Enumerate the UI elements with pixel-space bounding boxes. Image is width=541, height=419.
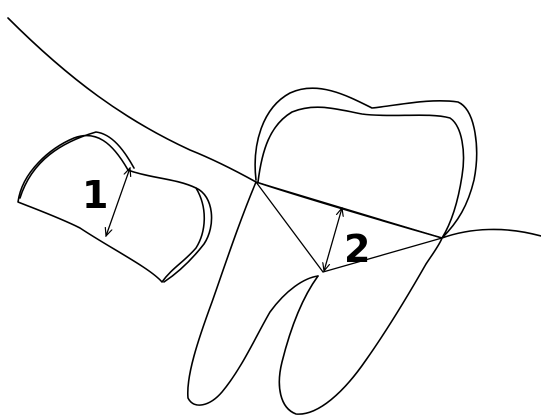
label-1: 1	[82, 173, 108, 217]
measurement-2-arrow	[324, 208, 342, 271]
tooth-2	[188, 88, 477, 414]
crown-section-1	[18, 132, 212, 282]
label-2: 2	[344, 227, 370, 271]
measurement-1-arrow	[106, 168, 130, 236]
